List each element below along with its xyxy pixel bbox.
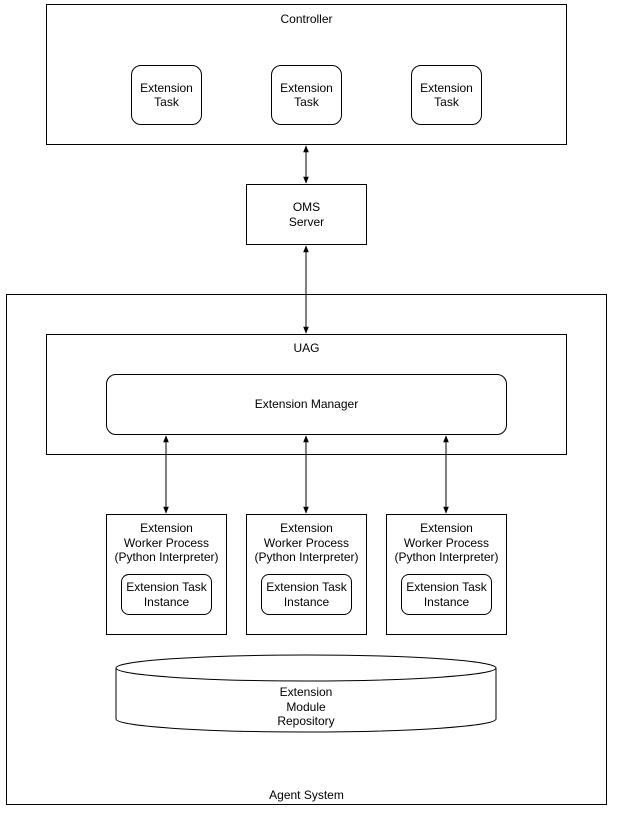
extension-task-instance-1: Extension Task Instance <box>121 574 212 615</box>
controller-extension-task-2: Extension Task <box>271 65 342 125</box>
worker-process-title-2: Extension Worker Process (Python Interpr… <box>254 521 359 564</box>
oms-server-box: OMS Server <box>246 184 367 245</box>
uag-title: UAG <box>293 341 320 355</box>
controller-title: Controller <box>280 12 333 26</box>
extension-manager-box: Extension Manager <box>106 374 507 435</box>
worker-process-title-1: Extension Worker Process (Python Interpr… <box>114 521 219 564</box>
worker-process-title-3: Extension Worker Process (Python Interpr… <box>394 521 499 564</box>
extension-task-instance-3: Extension Task Instance <box>401 574 492 615</box>
extension-task-instance-2: Extension Task Instance <box>261 574 352 615</box>
controller-extension-task-3: Extension Task <box>411 65 482 125</box>
agent-system-title: Agent System <box>269 787 344 802</box>
repository-label: Extension Module Repository <box>277 685 335 728</box>
controller-extension-task-1: Extension Task <box>131 65 202 125</box>
